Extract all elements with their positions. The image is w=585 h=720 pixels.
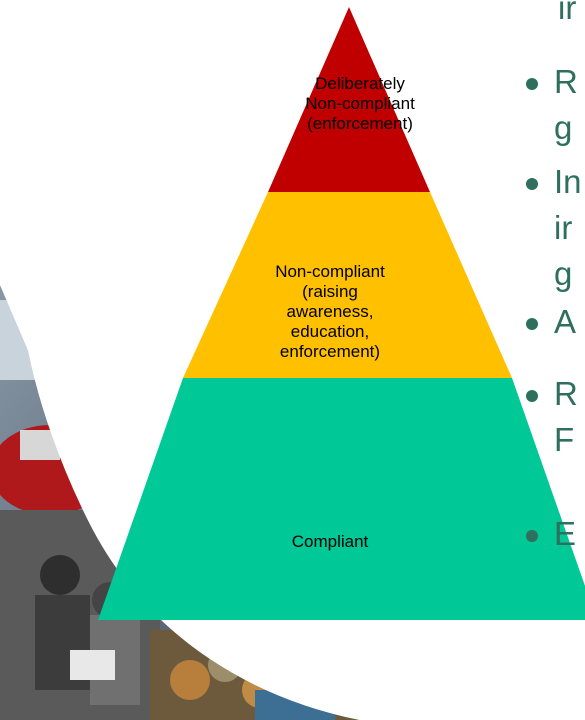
bullet-text-fragment: F [554,421,575,458]
pyramid-tier-deliberately-noncompliant [268,7,430,192]
bullet-text-fragment: R [554,375,578,412]
tier-label-noncompliant: Non-compliant (raising awareness, educat… [275,262,385,361]
bullet-dot [526,78,538,90]
tier-label-compliant: Compliant [291,532,369,551]
bullet-text-fragment: R [554,63,578,100]
bullet-text-fragment-top: ir [558,0,577,26]
bullet-text-fragment: g [554,109,573,146]
bullet-text-fragment: E [554,515,577,552]
bullet-text-fragment: ir [554,209,573,246]
bullet-text-fragment: In [554,163,582,200]
bullet-dot [526,390,538,402]
bullet-text-fragment: A [554,303,577,340]
bullet-dot [526,318,538,330]
bullet-text-fragment: g [554,255,573,292]
pyramid-tier-compliant [98,378,585,620]
pyramid-tier-noncompliant [183,192,512,378]
bullet-dot [526,178,538,190]
bullet-dot [526,530,538,542]
tier-label-deliberately-noncompliant: Deliberately Non-compliant (enforcement) [305,74,415,133]
